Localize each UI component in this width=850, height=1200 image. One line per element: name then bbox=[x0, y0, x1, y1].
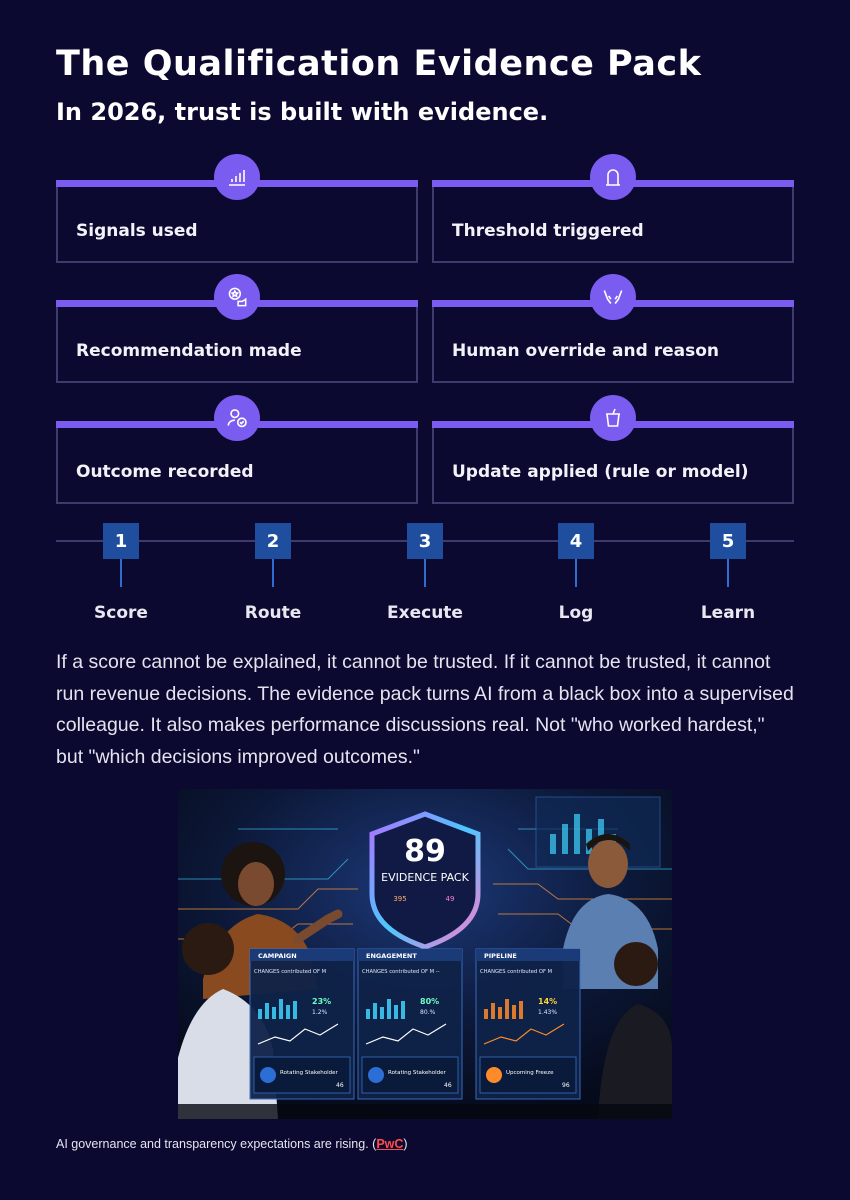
panel-subtitle: CHANGES contributed OF M -- bbox=[362, 969, 440, 975]
card-label: Update applied (rule or model) bbox=[452, 462, 749, 482]
insight-label: Rotating Stakeholder bbox=[280, 1070, 339, 1076]
footnote: AI governance and transparency expectati… bbox=[56, 1137, 408, 1151]
mini-bar bbox=[293, 1001, 297, 1019]
panel-subtitle: CHANGES contributed OF M bbox=[254, 969, 326, 975]
panel-header-bar bbox=[358, 949, 462, 961]
mini-bar bbox=[387, 999, 391, 1019]
panel-stat-primary: 80% bbox=[420, 997, 439, 1006]
insight-number: 96 bbox=[562, 1082, 570, 1089]
trend-line bbox=[257, 1023, 339, 1045]
card-label: Recommendation made bbox=[76, 341, 302, 361]
step-stem bbox=[727, 559, 729, 587]
page-subtitle: In 2026, trust is built with evidence. bbox=[56, 98, 549, 126]
panel-header-bar bbox=[250, 949, 354, 961]
insight-box bbox=[361, 1056, 459, 1094]
mini-bar bbox=[279, 999, 283, 1019]
mini-bar bbox=[380, 1007, 384, 1019]
bell-icon bbox=[590, 154, 636, 200]
step-number: 4 bbox=[558, 523, 594, 559]
panel-header-bar bbox=[476, 949, 580, 961]
insight-number: 46 bbox=[336, 1082, 344, 1089]
evidence-score: 89 bbox=[404, 834, 446, 869]
dashboard-panels: CAMPAIGN CHANGES contributed OF M 23% 1.2% R… bbox=[249, 948, 581, 1100]
evidence-badge-label: EVIDENCE PACK bbox=[381, 871, 469, 884]
person-bottom-right-illustration bbox=[598, 942, 672, 1119]
dashboard-panel: CAMPAIGN CHANGES contributed OF M 23% 1.2% R… bbox=[249, 948, 355, 1100]
step-label: Learn bbox=[700, 603, 756, 623]
insight-icon bbox=[486, 1067, 502, 1083]
step-number: 5 bbox=[710, 523, 746, 559]
card-label: Outcome recorded bbox=[76, 462, 254, 482]
process-timeline: 1 Score 2 Route 3 Execute 4 Log 5 Learn bbox=[56, 520, 794, 630]
insight-icon bbox=[368, 1067, 384, 1083]
mini-bar bbox=[272, 1007, 276, 1019]
panel-title: ENGAGEMENT bbox=[366, 952, 417, 960]
mini-bar bbox=[373, 1003, 377, 1019]
panel-title: PIPELINE bbox=[484, 952, 517, 960]
card-update-applied: Update applied (rule or model) bbox=[432, 395, 794, 504]
card-outcome-recorded: Outcome recorded bbox=[56, 395, 418, 504]
step-number: 1 bbox=[103, 523, 139, 559]
mini-bar bbox=[491, 1003, 495, 1019]
mini-bar bbox=[519, 1001, 523, 1019]
mini-bar bbox=[484, 1009, 488, 1019]
mini-bar bbox=[512, 1005, 516, 1019]
panel-stat-primary: 23% bbox=[312, 997, 331, 1006]
insight-number: 46 bbox=[444, 1082, 452, 1089]
step-stem bbox=[120, 559, 122, 587]
card-label: Human override and reason bbox=[452, 341, 719, 361]
step-stem bbox=[424, 559, 426, 587]
card-signals-used: Signals used bbox=[56, 154, 418, 263]
step-number: 3 bbox=[407, 523, 443, 559]
hero-illustration: 89 EVIDENCE PACK 395 49 bbox=[178, 789, 672, 1119]
mini-bar bbox=[498, 1007, 502, 1019]
dashboard-panel: ENGAGEMENT CHANGES contributed OF M -- 80%… bbox=[357, 948, 463, 1100]
bar-chart-icon bbox=[214, 154, 260, 200]
mini-bar bbox=[394, 1005, 398, 1019]
user-check-icon bbox=[214, 395, 260, 441]
cup-icon bbox=[590, 395, 636, 441]
badge-left-value: 395 bbox=[393, 895, 406, 903]
card-label: Signals used bbox=[76, 221, 198, 241]
insight-icon bbox=[260, 1067, 276, 1083]
page-title: The Qualification Evidence Pack bbox=[56, 44, 702, 84]
mini-bar bbox=[286, 1005, 290, 1019]
step-label: Score bbox=[94, 603, 148, 623]
dashboard-panel: PIPELINE CHANGES contributed OF M 14% 1.43%… bbox=[475, 948, 581, 1100]
step-label: Log bbox=[558, 603, 594, 623]
trend-line bbox=[365, 1023, 447, 1045]
step-number: 2 bbox=[255, 523, 291, 559]
insight-label: Rotating Stakeholder bbox=[388, 1070, 447, 1076]
step-label: Route bbox=[244, 603, 302, 623]
card-human-override: Human override and reason bbox=[432, 274, 794, 383]
step-stem bbox=[575, 559, 577, 587]
insight-label: Upcoming Freeze bbox=[506, 1070, 554, 1076]
step-label: Execute bbox=[387, 603, 463, 623]
pwc-link[interactable]: PwC bbox=[376, 1137, 404, 1151]
hands-icon bbox=[590, 274, 636, 320]
mini-bar bbox=[366, 1009, 370, 1019]
trend-line bbox=[483, 1023, 565, 1045]
panel-stat-secondary: 1.43% bbox=[538, 1009, 557, 1016]
footnote-close: ) bbox=[403, 1137, 408, 1151]
footnote-text: AI governance and transparency expectati… bbox=[56, 1137, 377, 1151]
card-label: Threshold triggered bbox=[452, 221, 644, 241]
panel-stat-secondary: 80.% bbox=[420, 1009, 436, 1016]
mini-bar bbox=[265, 1003, 269, 1019]
mini-bar bbox=[401, 1001, 405, 1019]
card-recommendation-made: Recommendation made bbox=[56, 274, 418, 383]
panel-title: CAMPAIGN bbox=[258, 952, 297, 960]
mini-bar bbox=[258, 1009, 262, 1019]
panel-stat-secondary: 1.2% bbox=[312, 1009, 328, 1016]
badge-right-value: 49 bbox=[446, 895, 455, 903]
body-paragraph: If a score cannot be explained, it canno… bbox=[56, 651, 794, 768]
card-threshold-triggered: Threshold triggered bbox=[432, 154, 794, 263]
panel-subtitle: CHANGES contributed OF M bbox=[480, 969, 552, 975]
step-stem bbox=[272, 559, 274, 587]
panel-stat-primary: 14% bbox=[538, 997, 557, 1006]
award-hand-icon bbox=[214, 274, 260, 320]
mini-bar bbox=[505, 999, 509, 1019]
